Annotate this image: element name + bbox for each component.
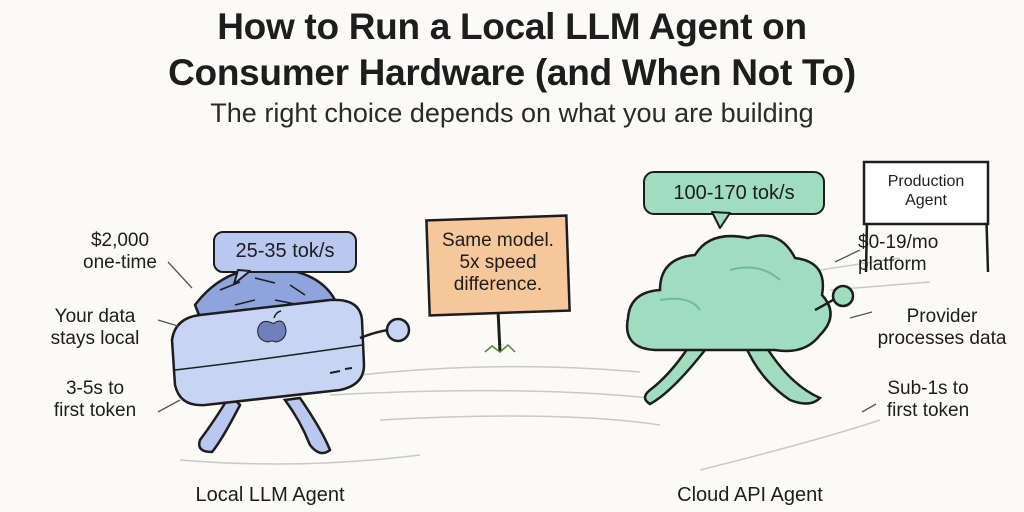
cloud-legs	[643, 343, 823, 406]
local-privacy-line-1: Your data	[54, 306, 136, 327]
cloud-cost-line-1: $0-19/mo	[858, 232, 939, 253]
middle-sign-line-3: difference.	[453, 274, 543, 295]
cloud-latency-line-1: Sub-1s to	[887, 378, 969, 399]
cloud-privacy-label: Provider processes data	[872, 306, 1012, 350]
production-sign-line-2: Agent	[905, 192, 947, 209]
local-mac-mini	[170, 298, 366, 407]
page-subtitle: The right choice depends on what you are…	[210, 98, 814, 128]
local-cost-line-1: $2,000	[90, 230, 150, 251]
local-privacy-label: Your data stays local	[30, 306, 160, 350]
local-arm	[359, 317, 411, 343]
production-sign-line-1: Production	[887, 173, 965, 190]
middle-sign-line-2: 5x speed	[459, 252, 537, 273]
cloud-arm	[814, 284, 855, 312]
local-caption: Local LLM Agent	[195, 484, 345, 506]
cloud-privacy-line-2: processes data	[877, 328, 1007, 349]
cloud-latency-line-2: first token	[886, 400, 970, 421]
local-cost-label: $2,000 one-time	[60, 230, 180, 274]
local-speed-label: 25-35 tok/s	[235, 240, 335, 262]
production-sign	[862, 160, 990, 273]
cloud-callout-lines	[834, 249, 877, 413]
cloud-privacy-line-1: Provider	[906, 306, 978, 327]
title-line-1: How to Run a Local LLM Agent on	[217, 6, 807, 47]
middle-sign-text: Same model. 5x speed difference.	[428, 230, 568, 296]
local-latency-line-1: 3-5s to	[65, 378, 125, 399]
apple-logo-icon	[257, 310, 287, 343]
local-latency-line-2: first token	[53, 400, 137, 421]
local-callout-lines	[157, 261, 193, 413]
local-cost-line-2: one-time	[83, 252, 157, 273]
middle-sign	[425, 214, 571, 353]
middle-sign-line-1: Same model.	[442, 230, 554, 251]
cloud-body	[625, 234, 832, 353]
cloud-cost-label: $0-19/mo platform	[858, 232, 978, 276]
cloud-caption: Cloud API Agent	[677, 484, 823, 506]
local-privacy-line-2: stays local	[50, 328, 140, 349]
cloud-latency-label: Sub-1s to first token	[868, 378, 988, 422]
speed-lines	[179, 257, 931, 471]
cloud-speed-label: 100-170 tok/s	[673, 182, 795, 204]
production-sign-text: Production Agent	[864, 172, 988, 210]
local-latency-label: 3-5s to first token	[30, 378, 160, 422]
cloud-speed-bubble	[643, 171, 825, 229]
local-legs	[198, 392, 332, 455]
title-line-2: Consumer Hardware (and When Not To)	[168, 52, 856, 93]
page-title: How to Run a Local LLM Agent on Consumer…	[0, 4, 1024, 96]
local-speed-bubble	[213, 231, 357, 285]
cloud-cost-line-2: platform	[858, 254, 927, 275]
